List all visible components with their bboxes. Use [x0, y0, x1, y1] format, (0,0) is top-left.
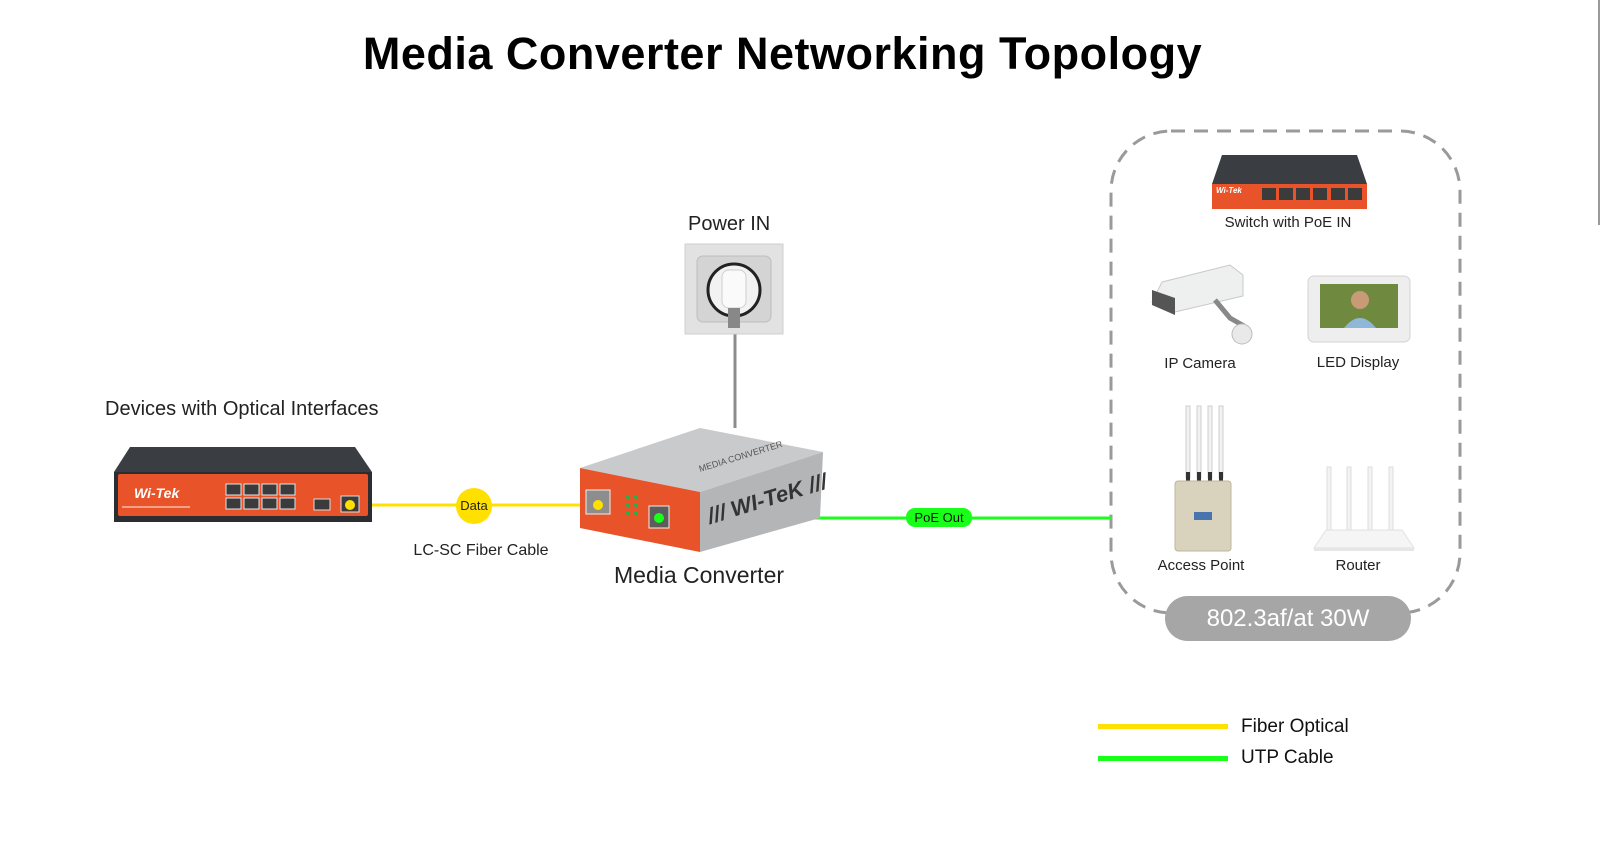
- legend-fiber-swatch: [1098, 724, 1228, 729]
- power-in-label: Power IN: [688, 213, 771, 235]
- legend-utp-label: UTP Cable: [1241, 747, 1334, 768]
- data-badge: Data: [456, 488, 492, 524]
- access-point-icon: [1174, 405, 1232, 552]
- source-devices-label: Devices with Optical Interfaces: [105, 398, 379, 420]
- fiber-cable-label: LC-SC Fiber Cable: [413, 542, 549, 559]
- router-label: Router: [1335, 557, 1381, 574]
- svg-text:Wi-Tek: Wi-Tek: [134, 485, 180, 501]
- svg-text:Wi-Tek: Wi-Tek: [1216, 186, 1242, 195]
- legend-fiber-label: Fiber Optical: [1241, 716, 1349, 737]
- ip-camera-label: IP Camera: [1164, 355, 1236, 372]
- poe-switch-icon: Wi-Tek: [1212, 155, 1367, 209]
- poe-standard-badge: 802.3af/at 30W: [1165, 596, 1411, 641]
- media-converter-label: Media Converter: [614, 562, 785, 588]
- scrollbar[interactable]: [1598, 0, 1600, 225]
- ip-camera-icon: [1151, 264, 1253, 345]
- diagram-title: Media Converter Networking Topology: [362, 28, 1203, 79]
- media-converter-device-icon: /// WI-TeK /// MEDIA CONVERTER: [580, 428, 833, 552]
- access-point-label: Access Point: [1157, 557, 1245, 574]
- wi-tek-poe-switch-icon: Wi-Tek: [114, 447, 372, 522]
- legend-utp-swatch: [1098, 756, 1228, 761]
- router-icon: [1313, 466, 1415, 551]
- poe-out-badge: PoE Out: [906, 508, 972, 527]
- led-display-icon: [1307, 275, 1411, 343]
- poe-switch-label: Switch with PoE IN: [1224, 214, 1352, 231]
- wall-socket-icon: [684, 243, 784, 335]
- led-display-label: LED Display: [1316, 354, 1400, 371]
